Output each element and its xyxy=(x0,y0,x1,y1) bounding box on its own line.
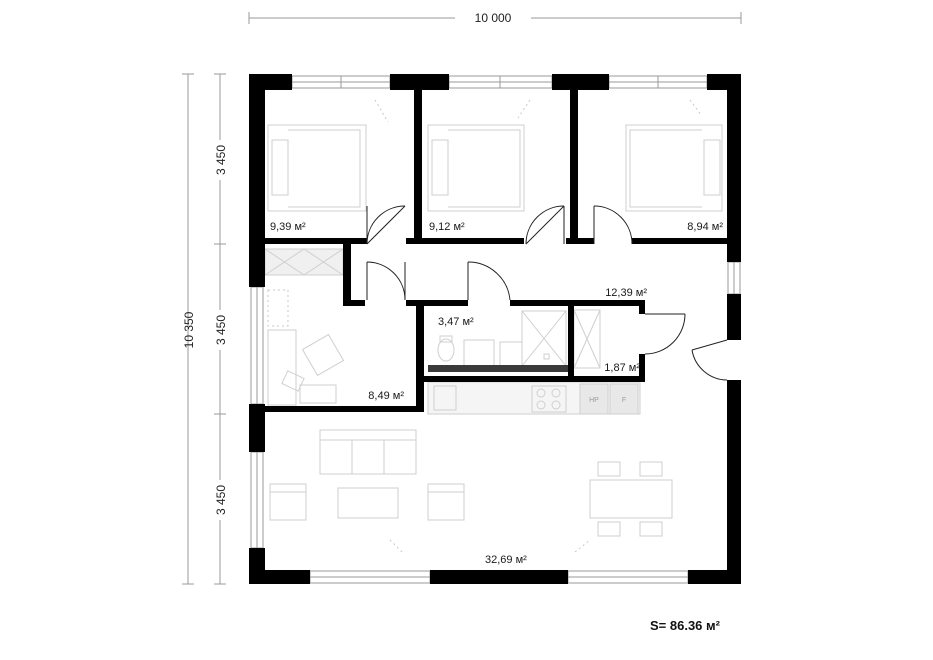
room-area-bedroom-2: 9,12 м² xyxy=(429,221,465,233)
appliance-fridge-label: HP xyxy=(589,397,599,404)
room-area-hallway: 12,39 м² xyxy=(605,287,647,299)
room-area-bathroom: 3,47 м² xyxy=(438,316,474,328)
appliance-freezer-label: F xyxy=(622,397,626,404)
doors xyxy=(366,205,728,381)
dim-segment-middle: 3 450 xyxy=(214,315,228,345)
room-labels: 9,39 м² 9,12 м² 8,94 м² 12,39 м² 3,47 м²… xyxy=(270,221,723,566)
furniture: HP F xyxy=(264,99,723,553)
windows xyxy=(250,75,741,584)
room-area-bedroom-1: 9,39 м² xyxy=(270,221,306,233)
dim-segment-bottom: 3 450 xyxy=(214,485,228,515)
room-area-study: 8,49 м² xyxy=(368,390,404,402)
room-area-living: 32,69 м² xyxy=(485,554,527,566)
total-area: S= 86.36 м² xyxy=(650,618,720,633)
dim-overall-width: 10 000 xyxy=(475,11,512,25)
dim-overall-height: 10 350 xyxy=(182,311,196,348)
dimension-lines: 10 000 10 350 3 450 3 450 3 450 xyxy=(182,9,742,585)
room-area-storage: 1,87 м² xyxy=(604,362,640,374)
walls xyxy=(249,74,741,584)
dim-segment-top: 3 450 xyxy=(214,145,228,175)
room-area-bedroom-3: 8,94 м² xyxy=(687,221,723,233)
